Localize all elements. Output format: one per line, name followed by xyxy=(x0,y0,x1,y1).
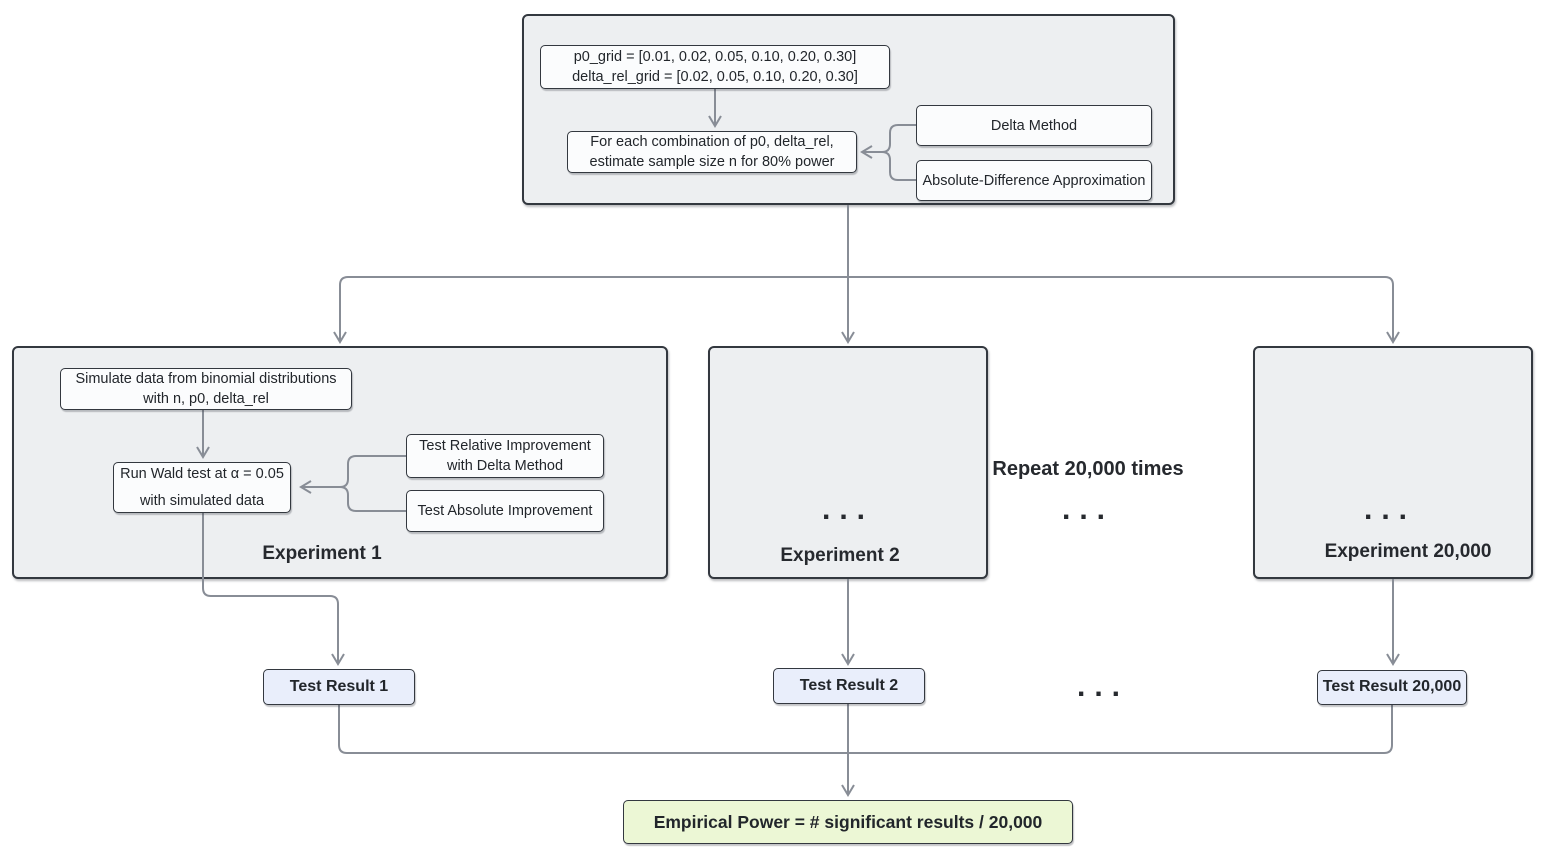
param-grid-line1: p0_grid = [0.01, 0.02, 0.05, 0.10, 0.20,… xyxy=(573,49,857,65)
repeat-ellipsis: ... xyxy=(1061,493,1114,526)
estimate-sample-size-box: For each combination of p0, delta_rel, e… xyxy=(567,131,857,173)
wald-line1: Run Wald test at α = 0.05 xyxy=(120,465,284,482)
repeat-label: Repeat 20,000 times xyxy=(992,458,1184,480)
test-result-last-label: Test Result 20,000 xyxy=(1322,678,1462,696)
delta-method-box: Delta Method xyxy=(916,105,1152,146)
experiment-last-label: Experiment 20,000 xyxy=(1324,541,1492,562)
test-result2-box: Test Result 2 xyxy=(773,668,925,704)
test-absolute-label: Test Absolute Improvement xyxy=(417,503,593,519)
results-ellipsis: ... xyxy=(1076,670,1129,703)
simulate-line1: Simulate data from binomial distribution… xyxy=(75,371,337,387)
absolute-difference-box: Absolute-Difference Approximation xyxy=(916,160,1152,201)
test-result1-label: Test Result 1 xyxy=(289,677,389,695)
param-grid-box: p0_grid = [0.01, 0.02, 0.05, 0.10, 0.20,… xyxy=(540,45,890,89)
wald-line2: with simulated data xyxy=(139,492,265,509)
experiment-last-ellipsis: ... xyxy=(1363,493,1416,526)
empirical-power-box: Empirical Power = # significant results … xyxy=(623,800,1073,844)
estimate-line1: For each combination of p0, delta_rel, xyxy=(590,134,834,150)
experiment-last-container xyxy=(1253,346,1533,579)
empirical-power-label: Empirical Power = # significant results … xyxy=(653,811,1043,832)
simulate-line2: with n, p0, delta_rel xyxy=(143,391,269,407)
wald-test-box: Run Wald test at α = 0.05 with simulated… xyxy=(113,462,291,513)
connector-branch-experiment-last xyxy=(848,276,1400,344)
delta-method-label: Delta Method xyxy=(990,117,1078,134)
test-result1-box: Test Result 1 xyxy=(263,669,415,705)
param-grid-line2: delta_rel_grid = [0.02, 0.05, 0.10, 0.20… xyxy=(572,69,858,85)
experiment2-ellipsis: ... xyxy=(821,493,874,526)
connector-branch-experiment1 xyxy=(333,276,848,344)
test-relative-line1: Test Relative Improvement xyxy=(419,438,591,454)
estimate-line2: estimate sample size n for 80% power xyxy=(589,154,835,170)
experiment2-container xyxy=(708,346,988,579)
absolute-difference-label: Absolute-Difference Approximation xyxy=(922,172,1146,189)
connector-result-last-merge xyxy=(848,705,1393,754)
connector-result1-merge xyxy=(338,705,848,754)
test-relative-line2: with Delta Method xyxy=(446,458,564,474)
test-relative-box: Test Relative Improvement with Delta Met… xyxy=(406,434,604,478)
test-result2-label: Test Result 2 xyxy=(799,676,899,694)
experiment2-label: Experiment 2 xyxy=(780,545,900,566)
test-absolute-box: Test Absolute Improvement xyxy=(406,490,604,532)
test-result-last-box: Test Result 20,000 xyxy=(1317,670,1467,705)
experiment1-label: Experiment 1 xyxy=(262,543,382,564)
simulate-data-box: Simulate data from binomial distribution… xyxy=(60,368,352,410)
